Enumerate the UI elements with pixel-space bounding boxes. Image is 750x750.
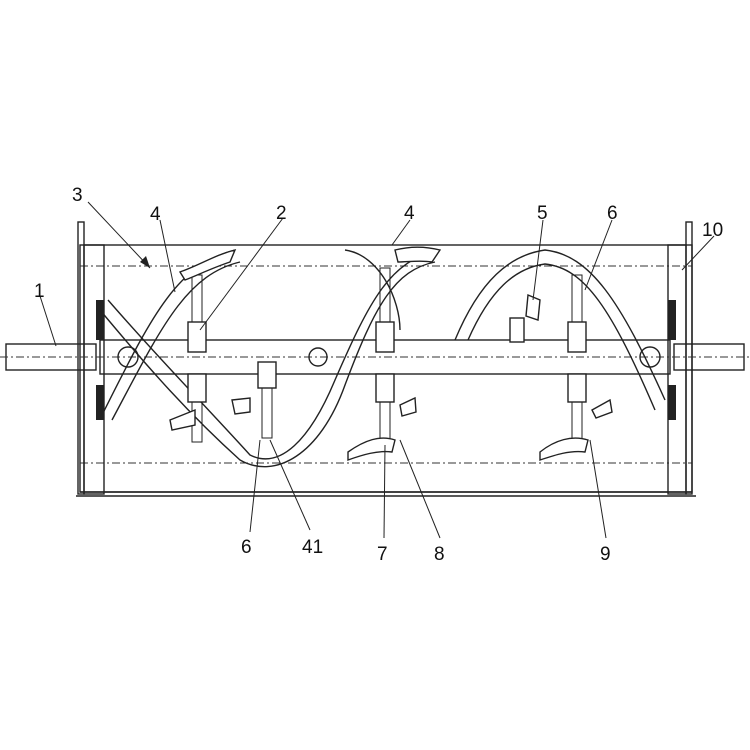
label-7: 7: [377, 544, 388, 565]
label-2: 2: [276, 203, 287, 224]
label-4-left: 4: [150, 204, 161, 225]
label-41: 41: [302, 537, 323, 558]
leader-lines: [39, 201, 715, 539]
label-6-top: 6: [607, 203, 618, 224]
label-3: 3: [72, 185, 83, 206]
blade-holders: [169, 246, 613, 461]
helical-blade: [99, 249, 666, 468]
label-6-bottom: 6: [241, 537, 252, 558]
label-9: 9: [600, 544, 611, 565]
label-8: 8: [434, 544, 445, 565]
label-4-right: 4: [404, 203, 415, 224]
main-shaft: [0, 339, 750, 375]
frame: [76, 244, 696, 497]
label-10: 10: [702, 220, 723, 241]
label-5: 5: [537, 203, 548, 224]
label-1: 1: [34, 281, 45, 302]
